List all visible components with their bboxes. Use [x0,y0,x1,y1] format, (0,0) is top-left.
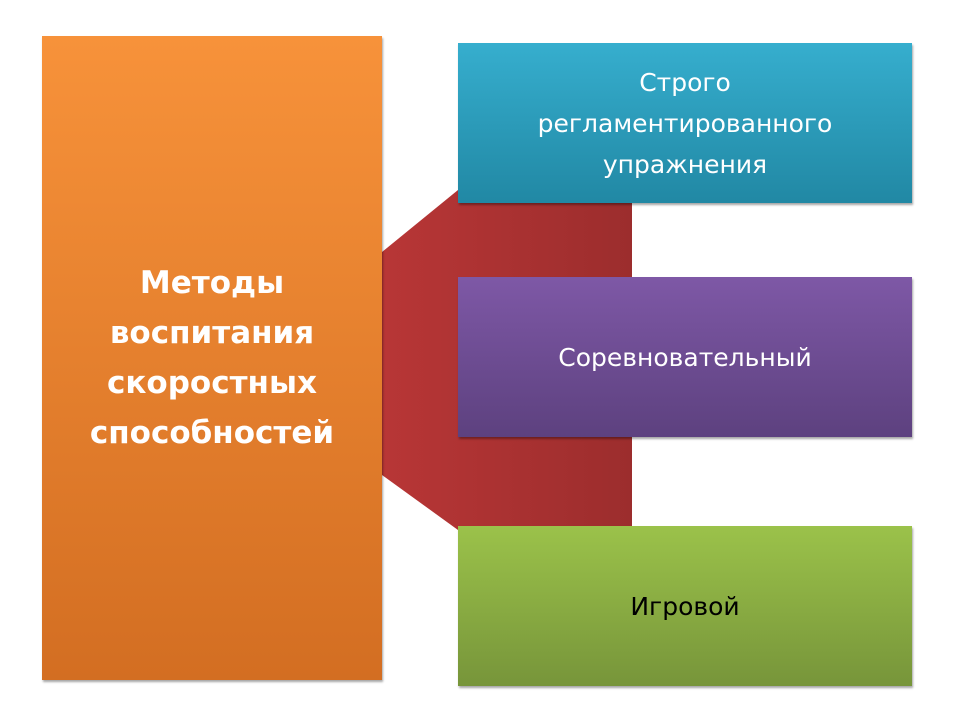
method-box-competitive: Соревновательный [458,277,912,437]
method-box-regulated-exercise: Строго регламентированного упражнения [458,43,912,203]
method-label: Строго регламентированного упражнения [537,67,833,179]
method-label: Соревновательный [558,342,812,372]
main-category-title: Методы воспитания скоростных способносте… [89,265,335,451]
method-label: Игровой [630,591,740,621]
method-box-game: Игровой [458,526,912,686]
main-category-box: Методы воспитания скоростных способносте… [42,36,382,680]
